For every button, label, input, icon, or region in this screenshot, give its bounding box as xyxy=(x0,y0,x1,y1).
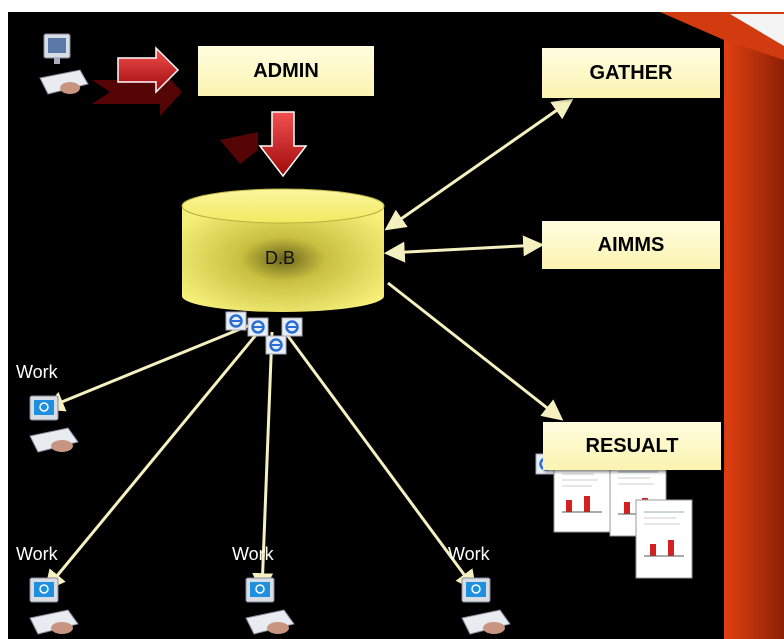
work-label-4: Work xyxy=(448,544,490,564)
work-label-1: Work xyxy=(16,362,58,382)
report-document-icon xyxy=(635,499,693,579)
work-label-3: Work xyxy=(232,544,274,564)
database-cylinder xyxy=(181,188,385,312)
gather-label: GATHER xyxy=(589,61,673,84)
result-box: RESUALT xyxy=(543,422,721,470)
work-label-2: Work xyxy=(16,544,58,564)
red-arrow-down-icon xyxy=(220,111,308,178)
workstation-icon-3 xyxy=(245,577,295,635)
red-arrow-right-icon xyxy=(92,46,182,116)
connector-db-gather xyxy=(384,98,574,231)
gather-box: GATHER xyxy=(542,48,720,98)
computer-user-icon xyxy=(39,33,89,95)
workstation-icon-2 xyxy=(29,577,79,635)
workstation-icon-4 xyxy=(461,577,511,635)
database-label: D.B xyxy=(265,248,296,268)
result-label: RESUALT xyxy=(585,434,679,457)
internet-explorer-icon xyxy=(265,335,287,355)
bar-chart-icon xyxy=(566,500,572,512)
aimms-box: AIMMS xyxy=(542,221,720,269)
corner-highlight-shape xyxy=(730,14,784,46)
connector-db-work-4 xyxy=(283,331,477,592)
internet-explorer-icon-cluster xyxy=(225,311,303,355)
workstation-icon-1 xyxy=(29,395,79,453)
internet-explorer-icon xyxy=(225,311,247,331)
connector-db-work-3 xyxy=(252,331,274,595)
internet-explorer-icon xyxy=(281,317,303,337)
connector-db-work-1 xyxy=(43,323,251,412)
connector-db-result xyxy=(387,281,564,421)
side-accent-band xyxy=(724,12,784,639)
admin-box: ADMIN xyxy=(198,46,374,96)
aimms-label: AIMMS xyxy=(597,233,665,256)
connector-db-aimms xyxy=(383,235,545,263)
internet-explorer-icon xyxy=(247,317,269,337)
connectors xyxy=(43,98,574,595)
admin-label: ADMIN xyxy=(253,59,319,82)
connector-db-work-2 xyxy=(44,329,262,592)
